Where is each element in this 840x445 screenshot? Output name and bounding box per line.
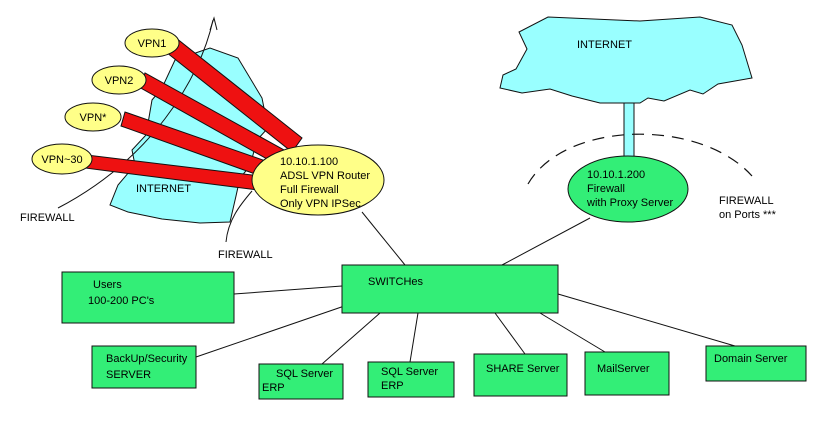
svg-text:Firewall: Firewall [587, 183, 625, 195]
vpn-client-2: VPN2 [91, 65, 147, 95]
firewall-curve-1 [57, 19, 214, 209]
switches-node: SWITCHes [341, 264, 559, 314]
backup-server: BackUp/Security SERVER [91, 345, 197, 389]
svg-text:MailServer: MailServer [597, 363, 650, 375]
svg-text:10.10.1.100: 10.10.1.100 [280, 156, 338, 168]
firewall-curve-1-arrow [209, 16, 218, 31]
link-backup-switch [195, 301, 357, 358]
firewall-arc-right [527, 133, 753, 185]
svg-text:Only VPN IPSec: Only VPN IPSec [280, 198, 361, 210]
link-users-switch [233, 285, 343, 295]
svg-text:10.10.1.200: 10.10.1.200 [587, 169, 645, 181]
svg-text:VPN*: VPN* [80, 112, 108, 124]
vpn-client-1: VPN1 [124, 28, 180, 58]
domain-server: Domain Server [705, 345, 807, 382]
svg-text:BackUp/Security: BackUp/Security [106, 353, 188, 365]
link-proxy-switch [501, 217, 591, 266]
svg-text:ERP: ERP [262, 382, 285, 394]
mail-server: MailServer [584, 351, 670, 396]
sql-server-1: SQL Server ERP [258, 363, 344, 400]
svg-text:Full Firewall: Full Firewall [280, 184, 339, 196]
link-share-switch [494, 312, 526, 355]
svg-text:Users: Users [93, 279, 122, 291]
internet-label-right: INTERNET [577, 39, 632, 51]
svg-text:VPN~30: VPN~30 [41, 154, 82, 166]
svg-text:SQL Server: SQL Server [276, 368, 333, 380]
vpn-router: 10.10.1.100 ADSL VPN Router Full Firewal… [251, 144, 385, 216]
svg-text:SERVER: SERVER [106, 369, 151, 381]
svg-text:SQL Server: SQL Server [381, 366, 438, 378]
link-mail-switch [539, 312, 606, 353]
svg-text:VPN2: VPN2 [105, 75, 134, 87]
firewall-label-left-1: FIREWALL [20, 212, 75, 224]
proxy-firewall: 10.10.1.200 Firewall with Proxy Server [567, 155, 689, 223]
firewall-ports-label: on Ports *** [719, 209, 777, 221]
firewall-label-right: FIREWALL [719, 195, 774, 207]
internet-cloud-right [499, 16, 753, 104]
svg-text:SWITCHes: SWITCHes [368, 276, 424, 288]
vpn-client-4: VPN~30 [31, 143, 93, 175]
internet-pipe [623, 102, 635, 159]
link-router-switch [361, 211, 406, 266]
link-sql2-switch [409, 312, 419, 363]
firewall-label-left-2: FIREWALL [218, 249, 273, 261]
svg-text:ERP: ERP [381, 380, 404, 392]
users-node: Users 100-200 PC's [61, 271, 235, 324]
svg-text:VPN1: VPN1 [138, 38, 167, 50]
svg-text:ADSL VPN Router: ADSL VPN Router [280, 170, 370, 182]
vpn-client-3: VPN* [64, 102, 122, 132]
svg-text:Domain Server: Domain Server [714, 353, 788, 365]
link-sql1-switch [321, 312, 381, 365]
svg-text:with Proxy Server: with Proxy Server [586, 197, 674, 209]
internet-label-left: INTERNET [136, 183, 191, 195]
share-server: SHARE Server [473, 353, 568, 397]
firewall-curve-2 [225, 190, 253, 243]
link-domain-switch [557, 293, 736, 347]
svg-text:100-200 PC's: 100-200 PC's [88, 295, 155, 307]
svg-text:SHARE Server: SHARE Server [486, 363, 560, 375]
sql-server-2: SQL Server ERP [367, 361, 455, 398]
